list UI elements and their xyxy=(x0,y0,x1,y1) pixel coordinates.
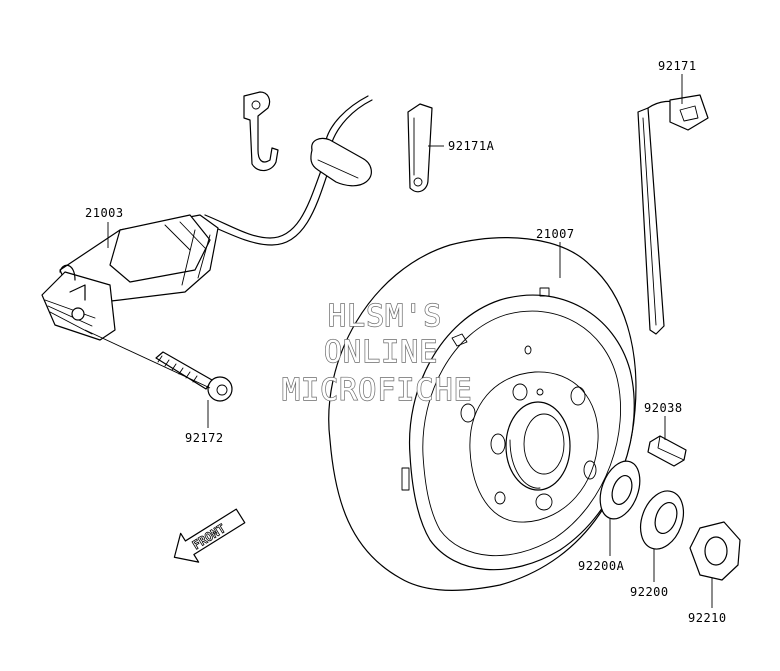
watermark-line-1: HLSM'S xyxy=(328,299,442,334)
watermark-line-3: MICROFICHE xyxy=(282,373,473,408)
flywheel-rotor xyxy=(328,237,637,591)
label-92038: 92038 xyxy=(644,401,683,415)
pickup-coil-assembly xyxy=(41,95,373,341)
band-92171 xyxy=(637,94,709,335)
label-92200a: 92200A xyxy=(578,559,625,573)
nut-92210 xyxy=(689,521,741,581)
label-92210: 92210 xyxy=(688,611,727,625)
clamp-92171a xyxy=(407,103,433,193)
label-92171a: 92171A xyxy=(448,139,495,153)
label-92200: 92200 xyxy=(630,585,669,599)
front-arrow: FRONT xyxy=(173,508,246,563)
key-92038 xyxy=(647,435,687,467)
label-92171: 92171 xyxy=(658,59,697,73)
label-21007: 21007 xyxy=(536,227,575,241)
washer-92200a xyxy=(599,460,641,520)
label-92172: 92172 xyxy=(185,431,224,445)
washer-92200 xyxy=(639,490,685,550)
watermark-line-2: ONLINE xyxy=(324,335,438,370)
bolt-92172 xyxy=(155,351,233,402)
label-21003: 21003 xyxy=(85,206,124,220)
part-labels: 21003 92171A 92171 21007 92172 92038 922… xyxy=(85,59,727,625)
wire-clamp xyxy=(243,91,279,172)
watermark: HLSM'S ONLINE MICROFICHE xyxy=(281,298,473,408)
leader-lines xyxy=(84,74,713,608)
